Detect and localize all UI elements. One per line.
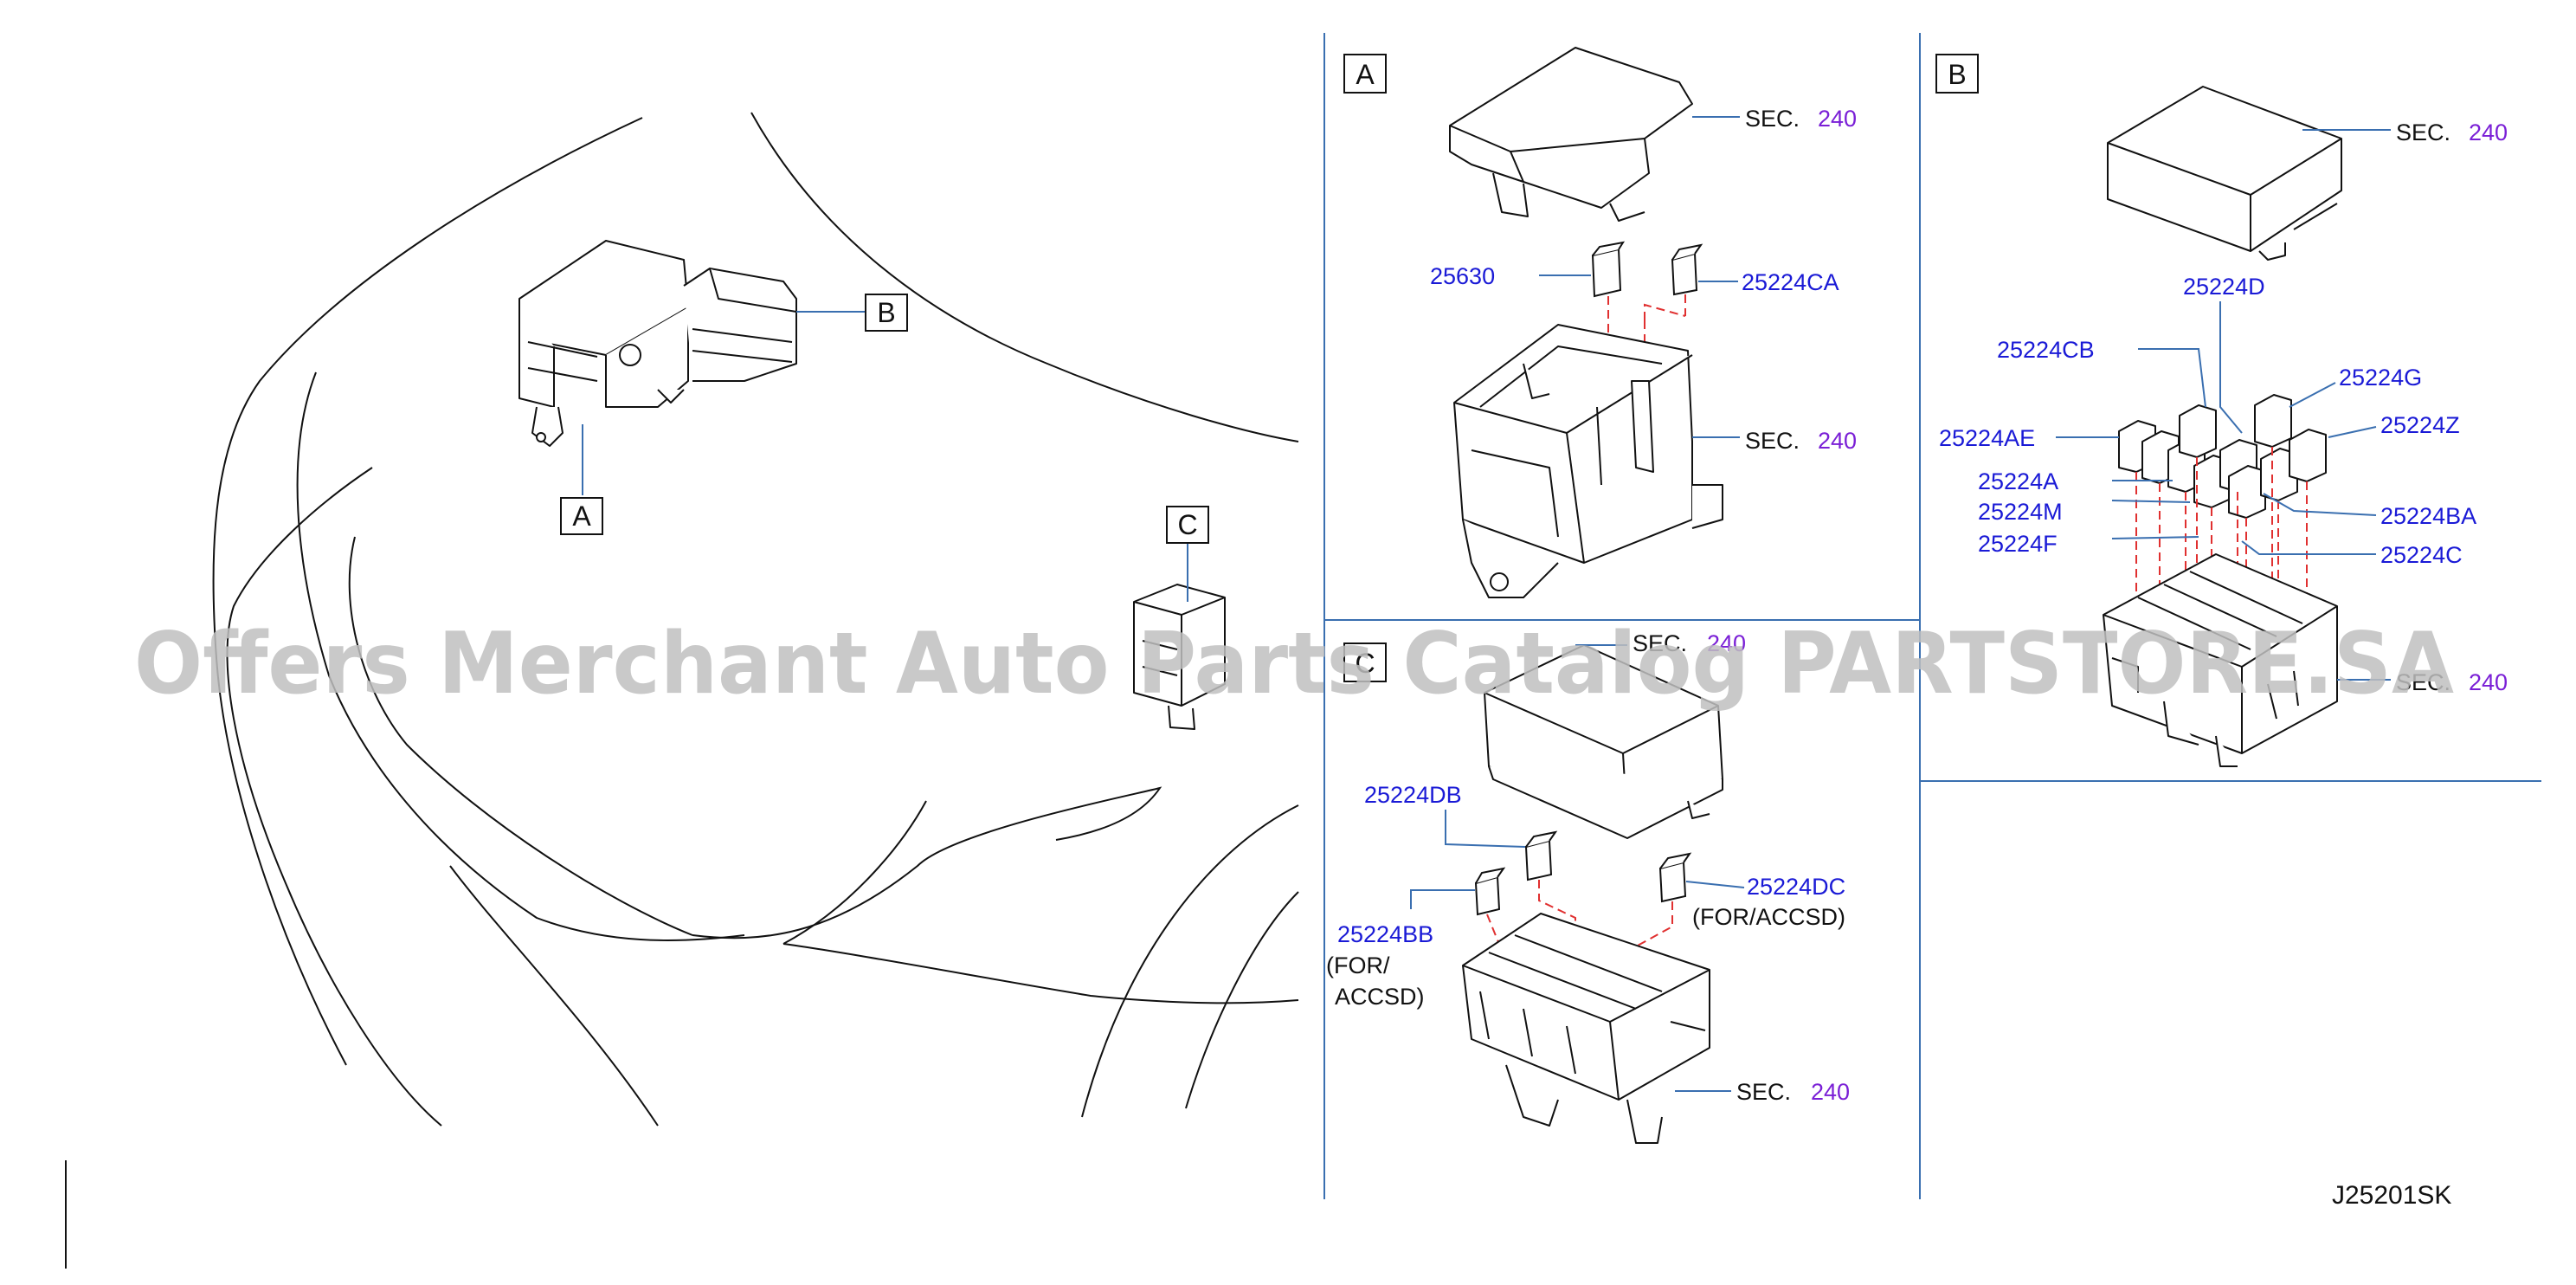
part-label-25224db[interactable]: 25224DB [1364,782,1462,808]
part-label-25224g[interactable]: 25224G [2339,365,2422,391]
panel-a-box-body [1453,324,1723,598]
panel-b-relay-cluster [2118,394,2327,519]
part-note-25224bb-line1: (FOR/ [1326,952,1390,978]
part-label-25224a[interactable]: 25224A [1978,468,2058,494]
watermark: Offers Merchant Auto Parts Catalog PARTS… [134,615,2454,714]
panel-a-sec-mid-prefix: SEC. [1745,428,1800,454]
relay-25630 [1591,241,1626,298]
main-callouts: A B C [560,294,1209,602]
panel-a-sec-top-prefix: SEC. [1745,106,1800,132]
relay-25224db [1524,830,1558,881]
panel-c-title: C [1355,648,1375,679]
panel-c-cover [1484,644,1723,839]
panel-b-title: B [1948,59,1966,90]
panel-b-sec-top-number: 240 [2469,119,2508,145]
panel-a-title-box [1343,54,1387,94]
part-label-25224c[interactable]: 25224C [2380,542,2463,568]
panel-c-leaders [1410,810,1745,909]
panel-a-title: A [1356,59,1375,90]
panel-a-sec-mid-number: 240 [1818,428,1857,454]
callout-label-c: C [1177,509,1197,540]
part-label-25224dc[interactable]: 25224DC [1747,874,1845,900]
panel-c-sec-top-number: 240 [1707,630,1746,656]
vehicle-hood-outline [212,112,1299,1127]
part-label-25224z[interactable]: 25224Z [2380,412,2460,438]
part-label-25224ca[interactable]: 25224CA [1742,269,1839,295]
panel-b-dashed-guides [2135,447,2308,615]
relay-25224bb [1474,867,1506,916]
relay-box-c [1133,584,1226,730]
part-label-25224bb[interactable]: 25224BB [1337,921,1433,947]
panel-a-cover [1449,47,1693,222]
part-label-25224cb[interactable]: 25224CB [1997,337,2095,363]
panel-c-title-box [1343,642,1387,682]
panel-b-sec-bottom-number: 240 [2469,669,2508,695]
fuse-box-assembly-ab [518,240,797,447]
part-label-25224ba[interactable]: 25224BA [2380,503,2476,529]
panel-c-box-body [1462,913,1710,1144]
callout-box-a [560,497,603,535]
panel-c: C SEC. 240 25224DB [1326,630,1850,1144]
part-note-25224dc: (FOR/ACCSD) [1692,904,1845,930]
part-note-25224bb-line2: ACCSD) [1335,984,1425,1010]
relay-25224dc [1658,852,1692,903]
panel-c-sec-bottom-prefix: SEC. [1736,1079,1791,1105]
callout-box-c [1166,506,1209,544]
callout-box-b [865,294,908,332]
diagram-id: J25201SK [2332,1181,2451,1210]
panel-b-sec-top-prefix: SEC. [2396,119,2450,145]
panel-b-leaders [2056,301,2377,555]
part-label-25224ae[interactable]: 25224AE [1939,425,2035,451]
panel-a-sec-top-number: 240 [1818,106,1857,132]
panel-a: A SEC. 240 25630 25224CA [1343,47,1857,598]
callout-label-a: A [572,500,591,532]
relay-25224ca [1671,243,1703,296]
part-label-25224f[interactable]: 25224F [1978,531,2058,557]
panel-c-sec-bottom-number: 240 [1811,1079,1850,1105]
panel-dividers [1323,33,2541,1199]
callout-label-b: B [877,297,895,328]
panel-c-sec-top-prefix: SEC. [1633,630,1687,656]
panel-b-title-box [1935,54,1979,94]
part-label-25630[interactable]: 25630 [1430,263,1495,289]
panel-b: B SEC. 240 [1935,54,2508,767]
panel-b-cover [2107,86,2342,261]
panel-b-box-body [2103,553,2338,767]
panel-b-sec-bottom-prefix: SEC. [2396,669,2450,695]
part-label-25224m[interactable]: 25224M [1978,499,2063,525]
part-label-25224d[interactable]: 25224D [2183,274,2265,300]
